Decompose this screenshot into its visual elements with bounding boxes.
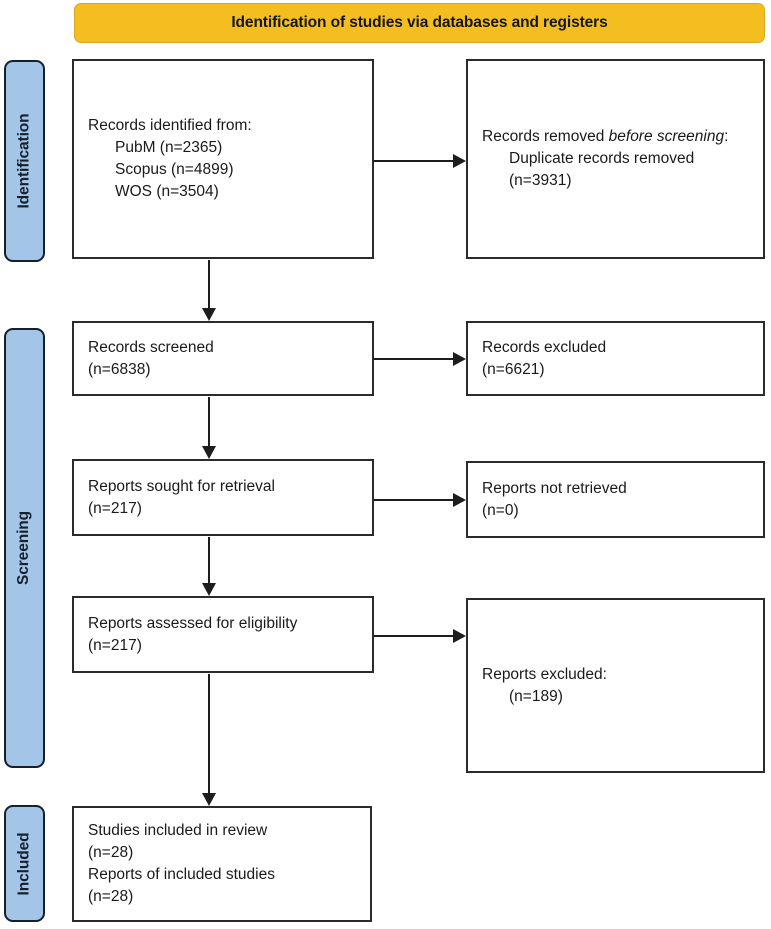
reports-excluded-count: (n=189) <box>509 687 563 705</box>
reports-of-included-studies-count: (n=28) <box>88 888 134 905</box>
stage-label-included: Included <box>15 832 33 895</box>
box-reports-excluded: Reports excluded: (n=189) <box>466 598 765 773</box>
studies-included-count: (n=28) <box>88 844 134 861</box>
records-removed-title-suffix: : <box>724 128 729 145</box>
records-excluded-count: (n=6621) <box>482 360 545 378</box>
stage-label-screening: Screening <box>15 510 33 586</box>
box-records-excluded: Records excluded (n=6621) <box>466 321 765 396</box>
diagram-header-title: Identification of studies via databases … <box>231 14 608 31</box>
records-identified-source-scopus: Scopus (n=4899) <box>115 161 234 178</box>
records-removed-title: Records removed before screening: <box>482 126 749 148</box>
reports-not-retrieved-count: (n=0) <box>482 501 519 519</box>
box-records-excluded-content: Records excluded (n=6621) <box>468 337 763 381</box>
box-records-removed-content: Records removed before screening: Duplic… <box>468 126 763 192</box>
box-reports-not-retrieved: Reports not retrieved (n=0) <box>466 461 765 538</box>
reports-assessed-label: Reports assessed for eligibility <box>88 614 298 632</box>
box-reports-assessed: Reports assessed for eligibility (n=217) <box>72 596 374 673</box>
reports-assessed-count: (n=217) <box>88 636 142 654</box>
reports-sought-count: (n=217) <box>88 499 142 517</box>
box-records-removed-before-screening: Records removed before screening: Duplic… <box>466 59 765 259</box>
records-removed-title-italic: before screening <box>608 128 725 145</box>
box-reports-sought: Reports sought for retrieval (n=217) <box>72 459 374 536</box>
box-studies-included-content: Studies included in review (n=28) Report… <box>74 820 370 908</box>
stage-label-identification: Identification <box>15 113 33 209</box>
reports-sought-label: Reports sought for retrieval <box>88 477 275 495</box>
stage-pill-screening: Screening <box>4 328 45 768</box>
box-studies-included: Studies included in review (n=28) Report… <box>72 806 372 922</box>
stage-pill-identification: Identification <box>4 60 45 262</box>
records-identified-source-pubm: PubM (n=2365) <box>115 139 223 156</box>
reports-of-included-studies-label: Reports of included studies <box>88 866 275 883</box>
records-removed-detail-label: Duplicate records removed <box>509 150 695 167</box>
box-reports-assessed-content: Reports assessed for eligibility (n=217) <box>74 613 372 657</box>
box-reports-excluded-content: Reports excluded: (n=189) <box>468 664 763 708</box>
diagram-header-banner: Identification of studies via databases … <box>74 3 765 43</box>
stage-pill-included: Included <box>4 805 45 922</box>
records-identified-source-wos: WOS (n=3504) <box>115 183 219 200</box>
records-screened-label: Records screened <box>88 338 214 356</box>
records-removed-title-plain: Records removed <box>482 128 609 145</box>
records-removed-detail-count: (n=3931) <box>509 172 572 189</box>
box-reports-not-retrieved-content: Reports not retrieved (n=0) <box>468 478 763 522</box>
records-identified-title: Records identified from: <box>88 117 252 134</box>
box-records-identified-content: Records identified from: PubM (n=2365) S… <box>74 115 372 203</box>
records-excluded-label: Records excluded <box>482 338 607 356</box>
box-records-screened: Records screened (n=6838) <box>72 321 374 396</box>
reports-excluded-label: Reports excluded: <box>482 665 607 683</box>
studies-included-label: Studies included in review <box>88 822 268 839</box>
box-records-screened-content: Records screened (n=6838) <box>74 337 372 381</box>
records-screened-count: (n=6838) <box>88 360 151 378</box>
reports-not-retrieved-label: Reports not retrieved <box>482 479 627 497</box>
box-records-identified: Records identified from: PubM (n=2365) S… <box>72 59 374 259</box>
box-reports-sought-content: Reports sought for retrieval (n=217) <box>74 476 372 520</box>
